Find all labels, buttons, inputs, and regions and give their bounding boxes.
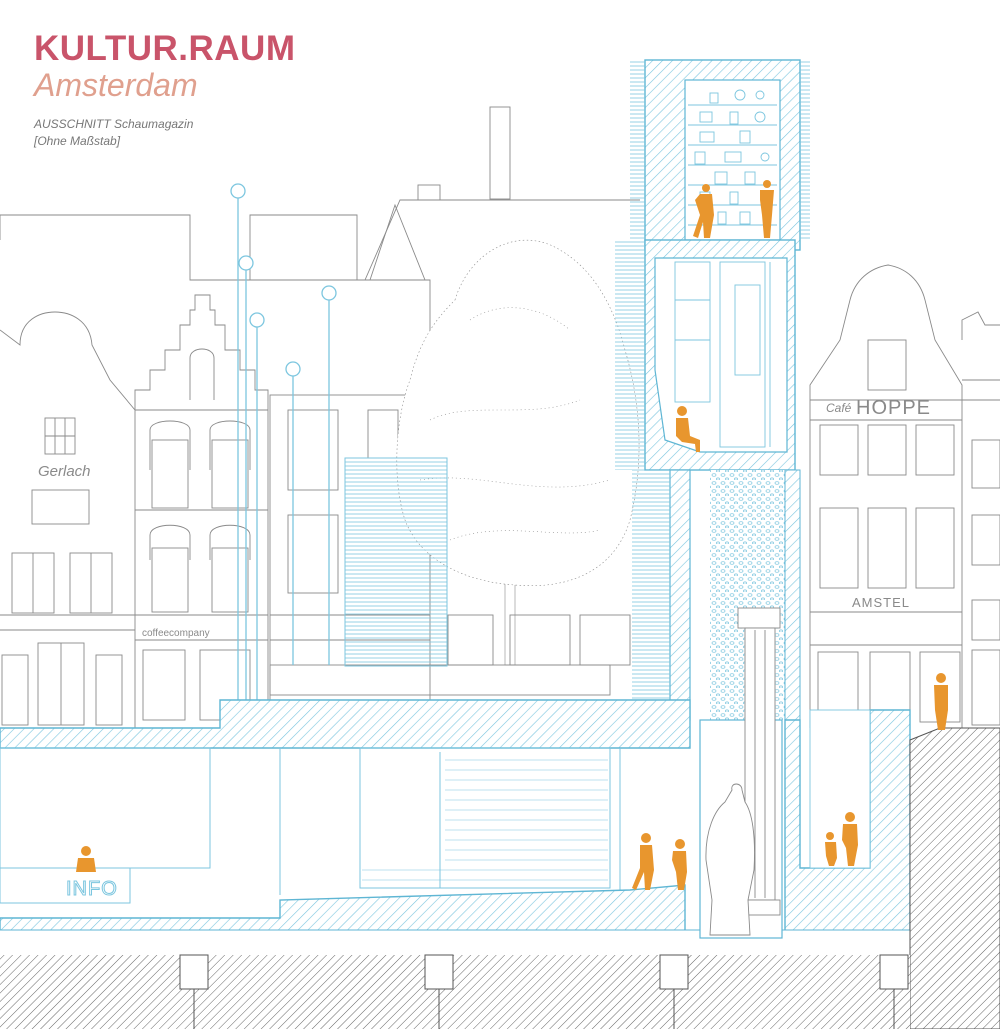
coffeecompany-sign: coffeecompany	[142, 628, 210, 639]
coffeecompany-house	[134, 294, 269, 728]
person-underground-2	[672, 839, 687, 890]
statue	[705, 783, 755, 936]
hoppe-sign: HOPPE	[856, 397, 931, 419]
people	[76, 180, 948, 890]
gerlach-sign: Gerlach	[38, 463, 91, 480]
gerlach-house	[0, 311, 136, 729]
person-tower-top-right	[760, 180, 774, 238]
amstel-sign: AMSTEL	[852, 595, 910, 610]
tower-section	[615, 59, 810, 721]
glass-column	[344, 457, 448, 667]
info-sign: INFO	[66, 878, 118, 900]
lamp-poles	[230, 183, 337, 700]
ground-hatch-bottom	[0, 955, 910, 1029]
person-stair-pit-child	[825, 832, 837, 866]
person-seated-window	[676, 406, 700, 452]
ground-hatch-right	[909, 727, 1000, 1030]
pile-footings	[179, 954, 909, 1029]
project-city: Amsterdam	[34, 67, 198, 103]
tree	[396, 240, 640, 666]
cafe-script-sign: Café	[826, 401, 852, 415]
drawing-scale: [Ohne Maßstab]	[34, 134, 121, 148]
person-tower-top-left	[693, 184, 714, 238]
title-block: KULTUR.RAUM Amsterdam AUSSCHNITT Schauma…	[34, 30, 295, 150]
person-underground-1	[632, 833, 654, 890]
drawing-subtitle: AUSSCHNITT Schaumagazin	[34, 117, 194, 131]
project-title: KULTUR.RAUM	[34, 29, 296, 68]
person-info-desk	[76, 846, 96, 872]
hoppe-house	[809, 264, 1000, 728]
person-street-right	[934, 673, 948, 730]
person-stair-pit-adult	[842, 812, 858, 866]
underground-section: INFO	[0, 607, 911, 986]
